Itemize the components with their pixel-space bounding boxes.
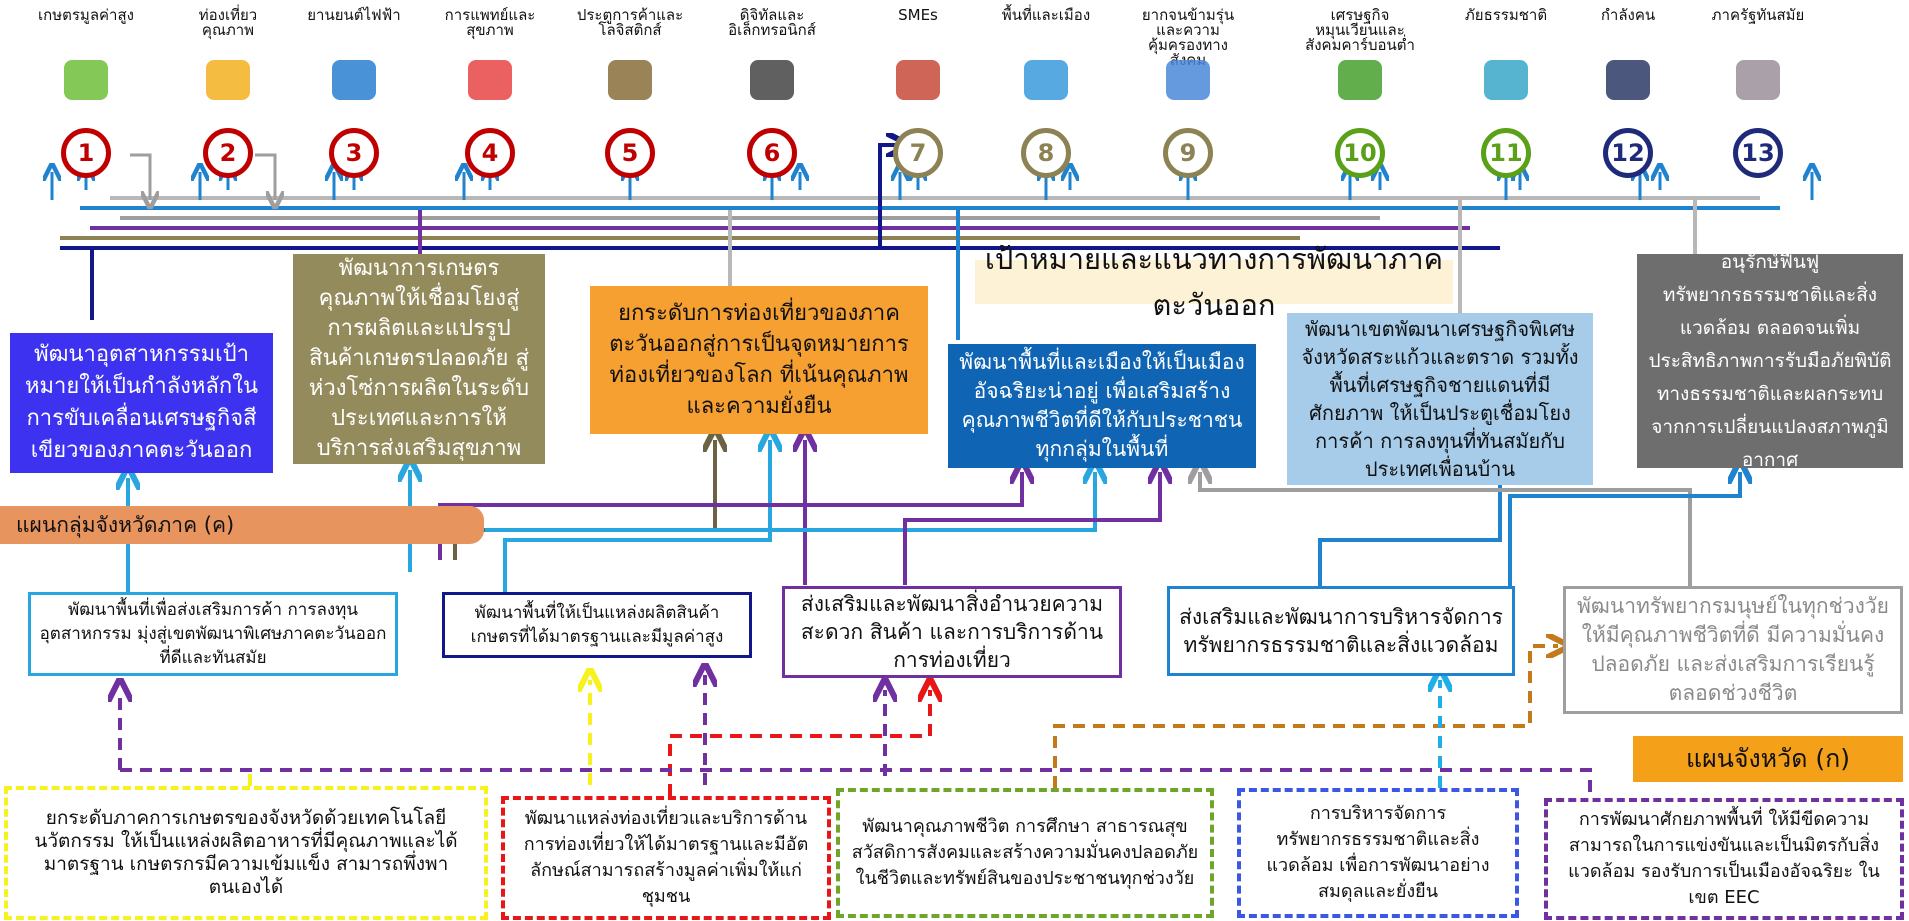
province-plan-label: แผนจังหวัด (ก) [1633, 736, 1903, 782]
category-label-10: เศรษฐกิจหมุนเวียนและสังคมคาร์บอนต่ำ [1305, 6, 1415, 54]
province-plan-agri: ยกระดับภาคการเกษตรของจังหวัดด้วยเทคโนโลย… [4, 786, 488, 920]
connector-47 [1200, 472, 1692, 586]
connector-52 [668, 690, 930, 796]
gov-icon [1736, 60, 1780, 100]
guide-icon [206, 60, 250, 100]
category-number-11: 11 [1481, 128, 1531, 178]
connector-54 [1053, 646, 1558, 788]
recycle-icon [1338, 60, 1382, 100]
teacher-icon [1606, 60, 1650, 100]
group-plan-farm: พัฒนาพื้นที่ให้เป็นแหล่งผลิตสินค้าเกษตรท… [442, 592, 752, 658]
connector-31 [130, 153, 150, 200]
category-number-9: 9 [1163, 128, 1213, 178]
category-label-4: การแพทย์และสุขภาพ [444, 6, 536, 39]
category-label-12: กำลังคน [1600, 6, 1656, 24]
group-plan-env: ส่งเสริมและพัฒนาการบริหารจัดการทรัพยากรธ… [1167, 586, 1515, 676]
province-plan-area: การพัฒนาศักยภาพพื้นที่ ให้มีขีดความสามาร… [1544, 798, 1904, 920]
category-label-7: SMEs [898, 6, 938, 24]
group-plan-tourism: ส่งเสริมและพัฒนาสิ่งอำนวยความสะดวก สินค้… [782, 586, 1122, 678]
connector-29 [878, 145, 898, 250]
goal-city: พัฒนาพื้นที่และเมืองให้เป็นเมืองอัจฉริยะ… [948, 344, 1256, 468]
connector-48 [1508, 472, 1740, 586]
category-number-2: 2 [203, 128, 253, 178]
medical-icon [468, 60, 512, 100]
group-plan-trade: พัฒนาพื้นที่เพื่อส่งเสริมการค้า การลงทุน… [28, 592, 398, 676]
category-number-3: 3 [329, 128, 379, 178]
province-plan-resource: การบริหารจัดการทรัพยากรธรรมชาติและสิ่งแว… [1237, 788, 1519, 918]
category-number-10: 10 [1335, 128, 1385, 178]
category-label-2: ท่องเที่ยวคุณภาพ [198, 6, 258, 39]
city-icon [1024, 60, 1068, 100]
group-plan-band: แผนกลุ่มจังหวัดภาค (ค) [0, 506, 484, 544]
category-number-12: 12 [1603, 128, 1653, 178]
province-plan-life: พัฒนาคุณภาพชีวิต การศึกษา สาธารณสุข สวัส… [836, 788, 1214, 918]
category-label-9: ยากจนข้ามรุ่นและความคุ้มครองทางสังคม [1141, 6, 1235, 68]
category-number-4: 4 [465, 128, 515, 178]
connector-45 [903, 472, 1160, 585]
connector-41 [503, 440, 770, 592]
category-label-11: ภัยธรรมชาติ [1464, 6, 1548, 24]
goal-industry: พัฒนาอุตสาหกรรมเป้าหมายให้เป็นกำลังหลักใ… [10, 333, 273, 473]
connector-43 [438, 472, 1022, 560]
category-label-5: ประตูการค้าและโลจิสติกส์ [576, 6, 684, 39]
title-banner: เป้าหมายและแนวทางการพัฒนาภาคตะวันออก [975, 242, 1453, 322]
car-icon [332, 60, 376, 100]
category-number-5: 5 [605, 128, 655, 178]
category-label-3: ยานยนต์ไฟฟ้า [307, 6, 401, 24]
connector-44 [485, 472, 1095, 532]
category-number-8: 8 [1021, 128, 1071, 178]
province-plan-tourism: พัฒนาแหล่งท่องเที่ยวและบริการด้านการท่อง… [501, 796, 831, 920]
category-number-7: 7 [893, 128, 943, 178]
goal-tourism: ยกระดับการท่องเที่ยวของภาคตะวันออกสู่การ… [590, 286, 928, 434]
group-plan-people: พัฒนาทรัพยากรมนุษย์ในทุกช่วงวัยให้มีคุณภ… [1563, 586, 1903, 714]
category-number-6: 6 [747, 128, 797, 178]
shield-icon [1166, 60, 1210, 100]
goal-agriculture: พัฒนาการเกษตรคุณภาพให้เชื่อมโยงสู่การผลิ… [293, 254, 545, 464]
category-number-1: 1 [61, 128, 111, 178]
landscape-icon [1484, 60, 1528, 100]
category-label-6: ดิจิทัลและอิเล็กทรอนิกส์ [728, 6, 816, 39]
leaf-icon [64, 60, 108, 100]
connector-56 [120, 768, 1592, 798]
connector-46 [1318, 485, 1502, 586]
globe-icon [608, 60, 652, 100]
shop-icon [896, 60, 940, 100]
category-label-1: เกษตรมูลค่าสูง [38, 6, 134, 24]
devices-icon [750, 60, 794, 100]
category-label-13: ภาครัฐทันสมัย [1711, 6, 1805, 24]
connector-32 [255, 153, 275, 200]
goal-nature: อนุรักษ์ฟื้นฟูทรัพยากรธรรมชาติและสิ่งแวด… [1637, 251, 1903, 471]
category-number-13: 13 [1733, 128, 1783, 178]
category-label-8: พื้นที่และเมือง [1001, 6, 1091, 24]
goal-sez: พัฒนาเขตพัฒนาเศรษฐกิจพิเศษจังหวัดสระแก้ว… [1287, 313, 1593, 485]
